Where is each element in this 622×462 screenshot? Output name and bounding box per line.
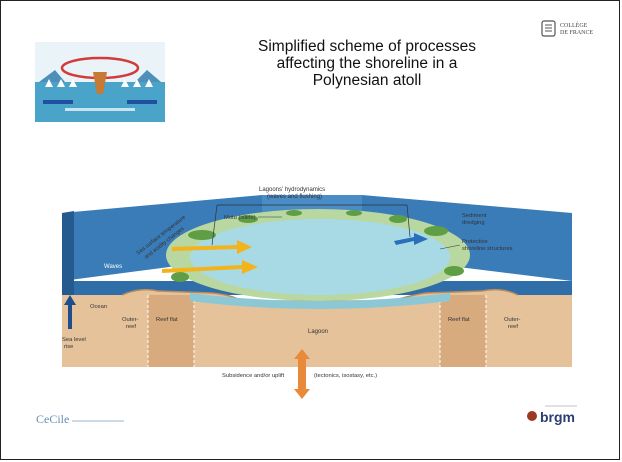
title-line-2: affecting the shoreline in a bbox=[276, 55, 458, 72]
svg-text:rise: rise bbox=[64, 344, 73, 350]
title-line-1: Simplified scheme of processes bbox=[258, 38, 476, 55]
slide-title: Simplified scheme of processes affecting… bbox=[232, 38, 502, 89]
svg-text:Outer-: Outer- bbox=[504, 317, 520, 323]
title-line-3: Polynesian atoll bbox=[312, 72, 422, 89]
svg-text:Outer-: Outer- bbox=[122, 317, 138, 323]
lagoon-front-wall bbox=[190, 293, 450, 309]
svg-text:Reef flat: Reef flat bbox=[448, 317, 470, 323]
sea-level-arrow bbox=[64, 295, 76, 329]
svg-text:dredging: dredging bbox=[462, 220, 485, 226]
reef-flat-right-panel bbox=[440, 295, 486, 367]
motu-vegetation bbox=[171, 210, 464, 282]
lagoon-surface bbox=[190, 219, 450, 295]
svg-text:DE FRANCE: DE FRANCE bbox=[560, 30, 594, 36]
wave-arrow-lower bbox=[162, 260, 258, 274]
svg-text:Lagoon: Lagoon bbox=[308, 329, 328, 335]
svg-text:shoreline structures: shoreline structures bbox=[462, 246, 513, 252]
svg-text:(tectonics, isostasy, etc.): (tectonics, isostasy, etc.) bbox=[314, 373, 377, 379]
svg-text:reef: reef bbox=[508, 324, 518, 330]
svg-text:Lagoons' hydrodynamics: Lagoons' hydrodynamics bbox=[259, 187, 325, 193]
svg-text:brgm: brgm bbox=[540, 409, 575, 425]
svg-text:reef: reef bbox=[126, 324, 136, 330]
svg-text:Ocean: Ocean bbox=[90, 304, 107, 310]
atoll-diagram: Lagoons' hydrodynamics (waves and flushi… bbox=[62, 187, 572, 399]
ocean-side-left bbox=[62, 211, 74, 295]
svg-text:Reef flat: Reef flat bbox=[156, 317, 178, 323]
svg-text:Waves: Waves bbox=[104, 264, 122, 270]
svg-text:Subsidence and/or uplift: Subsidence and/or uplift bbox=[222, 373, 285, 379]
svg-text:Motu (islets): Motu (islets) bbox=[224, 215, 256, 221]
thumbnail-schematic bbox=[35, 42, 165, 122]
cecile-logo: CeCile bbox=[36, 412, 124, 426]
svg-text:Protective: Protective bbox=[462, 239, 488, 245]
svg-text:CeCile: CeCile bbox=[36, 412, 69, 426]
svg-text:Sea level: Sea level bbox=[62, 337, 86, 343]
svg-text:Sediment: Sediment bbox=[462, 213, 487, 219]
college-de-france-logo: COLLÈGE DE FRANCE bbox=[541, 20, 594, 37]
reef-flat-left-panel bbox=[148, 295, 194, 367]
subsidence-arrow bbox=[294, 349, 310, 399]
svg-text:(waves and flushing): (waves and flushing) bbox=[267, 194, 322, 200]
svg-text:COLLÈGE: COLLÈGE bbox=[560, 21, 588, 29]
dredging-arrow bbox=[394, 233, 428, 245]
brgm-logo: brgm bbox=[527, 405, 577, 425]
wave-arrow-upper bbox=[172, 240, 252, 254]
